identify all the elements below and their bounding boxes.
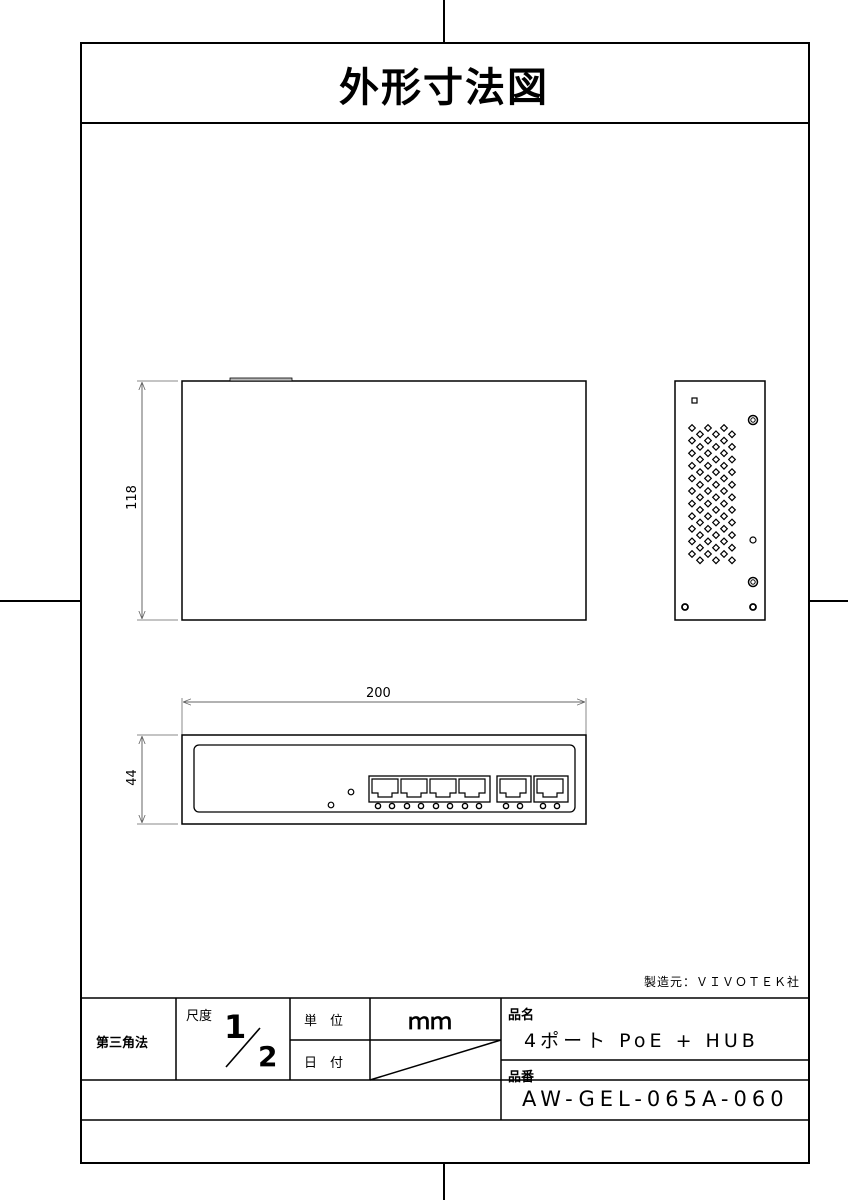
title-block-lines — [80, 997, 808, 1121]
drawing-frame — [80, 42, 810, 1164]
top-view — [137, 377, 587, 621]
side-panel-view — [674, 380, 766, 621]
vent-grid — [687, 423, 737, 565]
unit-value: ｍｍ — [408, 1010, 453, 1035]
rj45-ports — [371, 778, 564, 810]
unit-label: 単 位 — [304, 1014, 344, 1029]
scale-denominator: 2 — [258, 1040, 278, 1073]
projection-method: 第三角法 — [96, 1036, 149, 1051]
drawing-title: 外形寸法図 — [339, 65, 549, 111]
center-mark-left — [0, 600, 80, 602]
width-dimension-label: 200 — [366, 686, 391, 701]
part-number-label: 品番 — [508, 1070, 535, 1085]
date-label: 日 付 — [304, 1056, 344, 1071]
height-dimension-label: 118 — [124, 485, 140, 510]
scale-numerator: 1 — [224, 1008, 247, 1046]
depth-dimension-label: 44 — [124, 769, 140, 786]
center-mark-top — [443, 0, 445, 42]
center-mark-right — [808, 600, 848, 602]
part-number: AW-GEL-065A-060 — [522, 1087, 789, 1111]
scale-label: 尺度 — [186, 1009, 213, 1024]
product-name-label: 品名 — [508, 1008, 535, 1023]
manufacturer-label: 製造元：ＶＩＶＯＴＥＫ社 — [643, 975, 800, 989]
title-divider — [80, 122, 808, 124]
front-panel-view — [137, 698, 587, 825]
product-name: 4ポート PoE + HUB — [524, 1030, 759, 1052]
center-mark-bottom — [443, 1162, 445, 1200]
